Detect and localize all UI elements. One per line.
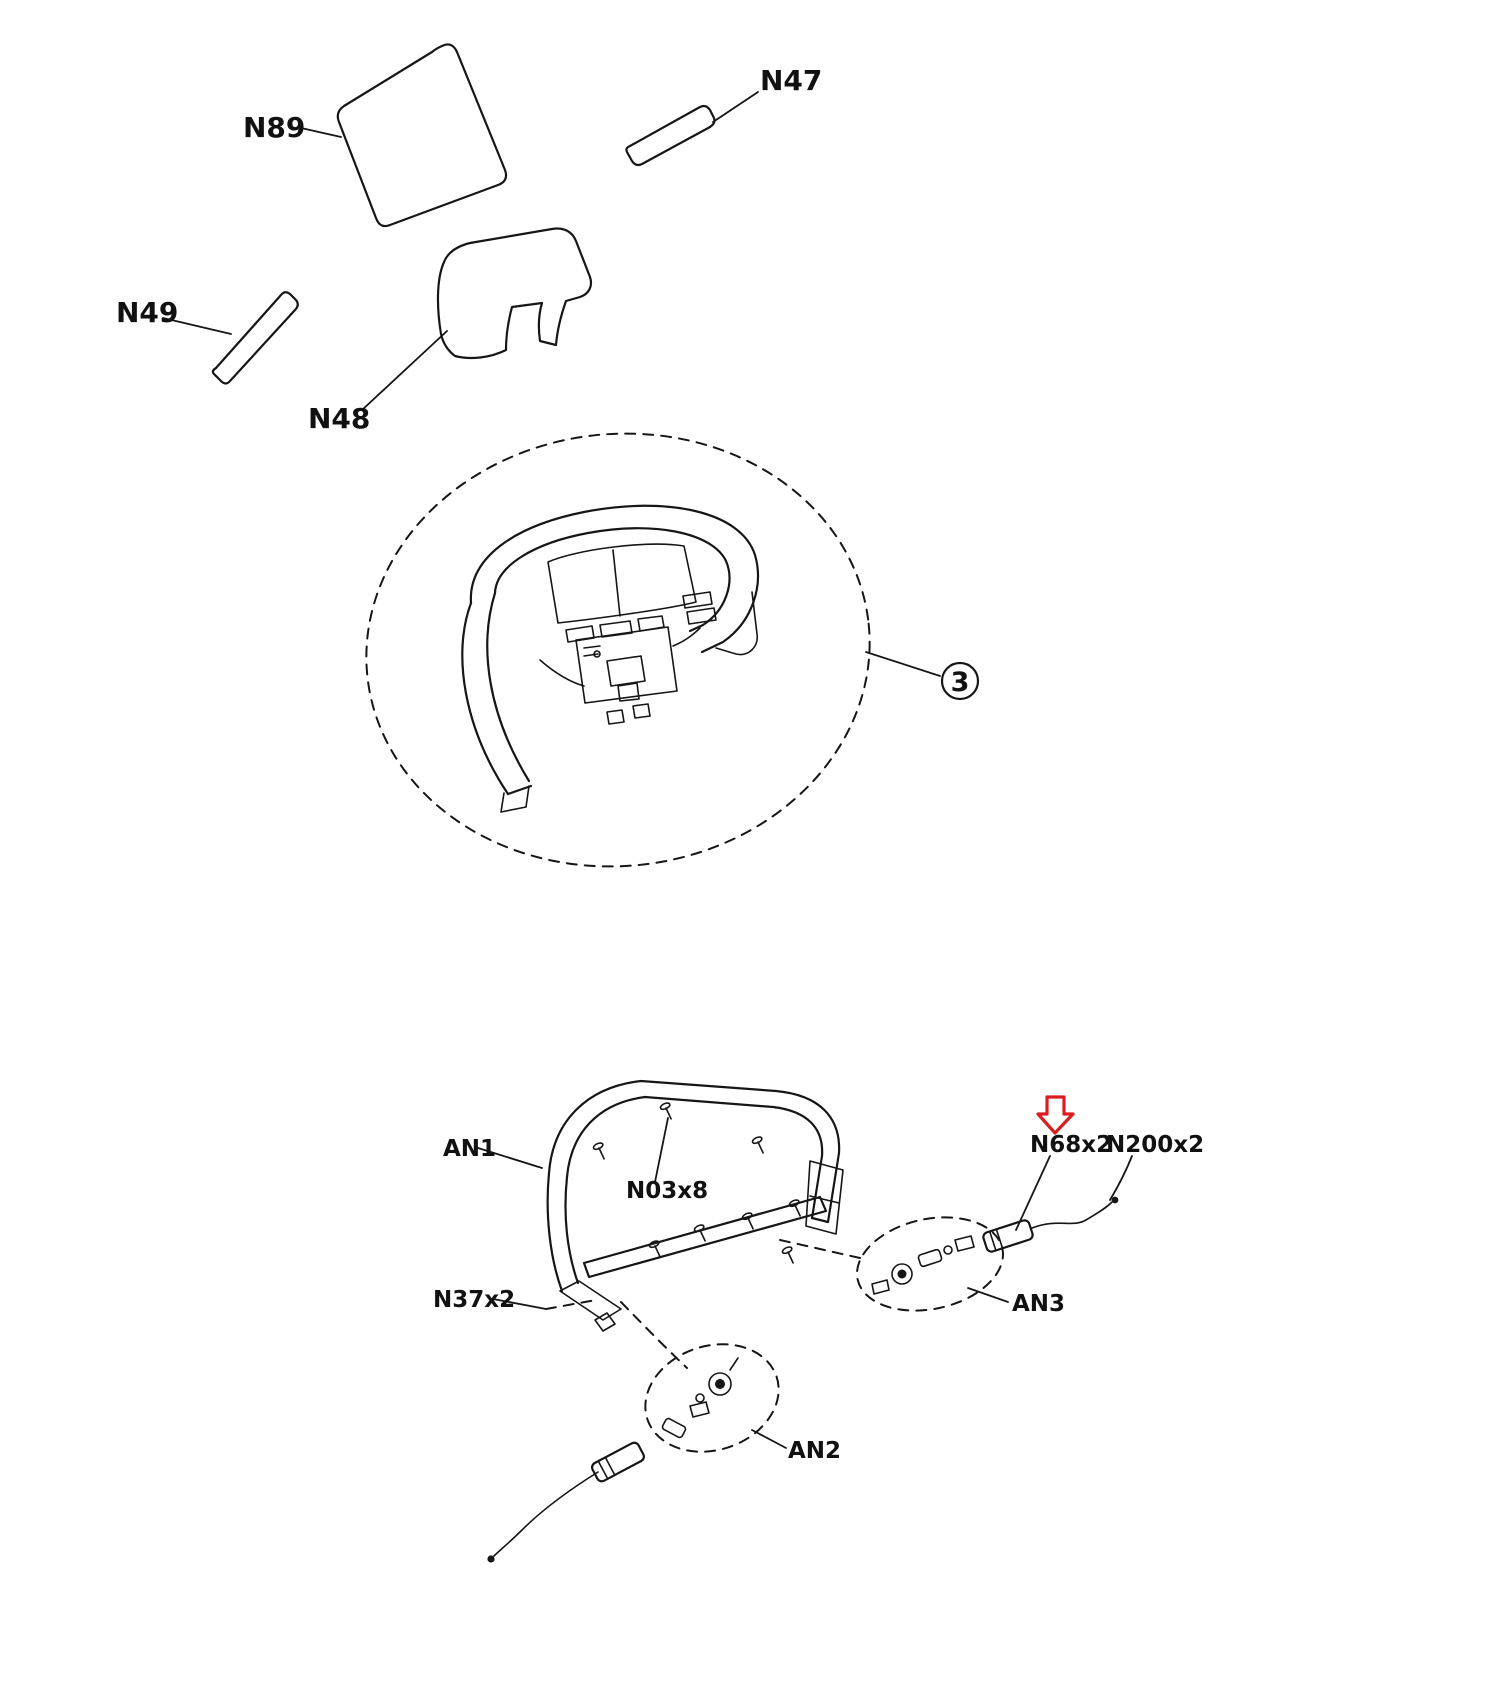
part-n49-strip bbox=[211, 291, 299, 385]
part-n48-overlay bbox=[436, 227, 593, 360]
an2-parts-drawing bbox=[661, 1357, 739, 1439]
label-n68: N68x2 bbox=[1030, 1132, 1112, 1158]
leader-n68 bbox=[1015, 1155, 1051, 1231]
an2-dashed-ellipse bbox=[644, 1343, 780, 1453]
leader-n48 bbox=[361, 330, 448, 411]
label-an2: AN2 bbox=[788, 1438, 841, 1464]
leader-assembly-3 bbox=[865, 651, 941, 677]
label-assembly-3: 3 bbox=[951, 667, 970, 698]
an3-parts-drawing bbox=[871, 1235, 975, 1295]
leader-an2 bbox=[751, 1429, 787, 1449]
connector-an2-dashed bbox=[620, 1301, 688, 1369]
leader-n89 bbox=[300, 127, 342, 138]
leader-n37 bbox=[492, 1298, 547, 1310]
leader-an3 bbox=[967, 1287, 1009, 1303]
label-an3: AN3 bbox=[1012, 1291, 1065, 1317]
label-n03: N03x8 bbox=[626, 1178, 708, 1204]
leader-n49 bbox=[162, 317, 232, 335]
label-n48: N48 bbox=[308, 402, 370, 435]
leader-n200 bbox=[1109, 1155, 1133, 1201]
label-an1: AN1 bbox=[443, 1136, 496, 1162]
label-n37: N37x2 bbox=[433, 1287, 515, 1313]
an2-cylinder bbox=[591, 1441, 645, 1483]
leader-n03 bbox=[654, 1117, 669, 1183]
label-n49: N49 bbox=[116, 296, 178, 329]
part-n47-strip bbox=[625, 104, 716, 167]
leader-n47 bbox=[712, 91, 759, 123]
an2-wire bbox=[487, 1471, 599, 1563]
leader-n37-dashed bbox=[545, 1299, 597, 1310]
part-n200-wire bbox=[1031, 1196, 1119, 1229]
label-n47: N47 bbox=[760, 64, 822, 97]
callout-circle-3 bbox=[940, 661, 980, 701]
leader-an1 bbox=[477, 1147, 543, 1169]
frame-an1-drawing bbox=[546, 1079, 844, 1332]
connector-an3-dashed bbox=[779, 1239, 861, 1259]
part-n89-decal bbox=[336, 43, 508, 228]
screws-n03 bbox=[592, 1102, 801, 1264]
console-assembly-drawing bbox=[461, 504, 759, 813]
label-n89: N89 bbox=[243, 111, 305, 144]
label-n200: N200x2 bbox=[1106, 1132, 1204, 1158]
console-group-dashed-ellipse bbox=[365, 432, 871, 868]
part-n68-cylinder bbox=[982, 1219, 1034, 1253]
highlight-arrow-icon bbox=[1036, 1095, 1075, 1135]
